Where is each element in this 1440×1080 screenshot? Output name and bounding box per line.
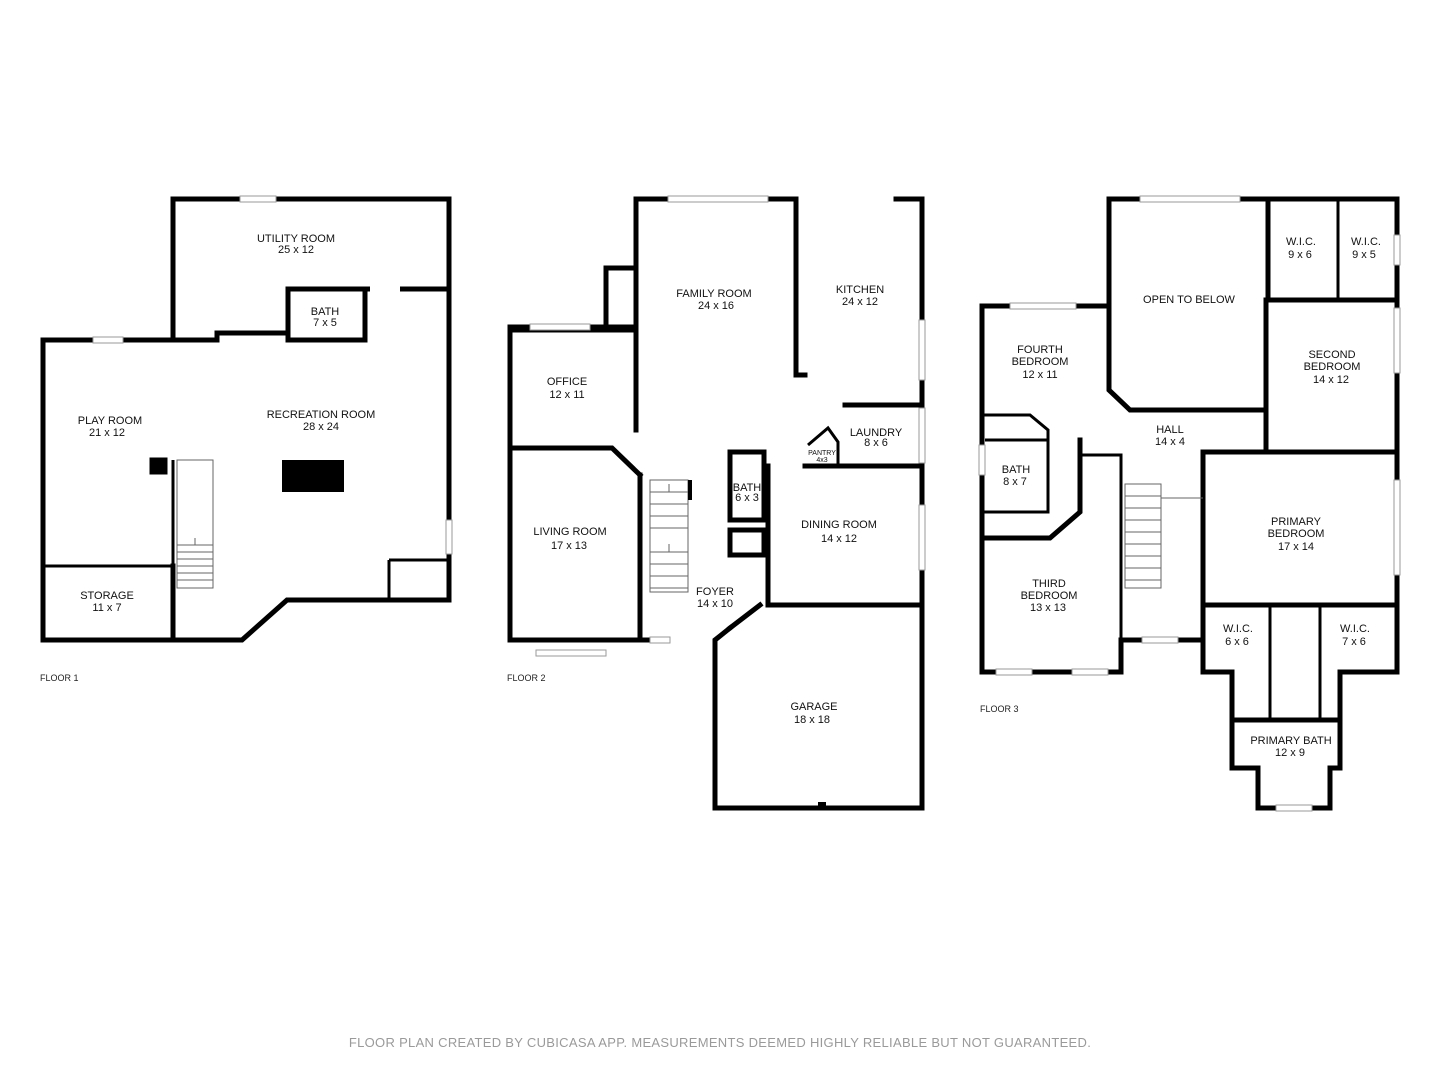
room-name: BATH bbox=[733, 482, 762, 494]
room-name: RECREATION ROOM bbox=[267, 409, 376, 421]
room-dim: 25 x 12 bbox=[278, 244, 314, 256]
room-name: BATH bbox=[1002, 464, 1031, 476]
room-labels: UTILITY ROOM 25 x 12 BATH 7 x 5 PLAY ROO… bbox=[40, 233, 1381, 759]
room-name: UTILITY ROOM bbox=[257, 233, 335, 245]
room-dim: 8 x 6 bbox=[864, 437, 888, 449]
floor-1-island bbox=[282, 460, 344, 492]
room-dim: 14 x 12 bbox=[1313, 374, 1349, 386]
room-dim: 13 x 13 bbox=[1030, 602, 1066, 614]
room-name: W.I.C. bbox=[1223, 623, 1253, 635]
room-dim: 12 x 11 bbox=[549, 389, 584, 401]
room-name: LIVING ROOM bbox=[533, 526, 606, 538]
room-name: PLAY ROOM bbox=[78, 415, 142, 427]
room-dim: 17 x 14 bbox=[1278, 541, 1314, 553]
room-dim: 8 x 7 bbox=[1003, 476, 1027, 488]
room-name: OPEN TO BELOW bbox=[1143, 294, 1236, 306]
floor-label: FLOOR 3 bbox=[980, 704, 1019, 714]
floor-3-stairs bbox=[1124, 483, 1203, 589]
floor-3-plan bbox=[978, 195, 1401, 812]
room-name: W.I.C. bbox=[1286, 236, 1316, 248]
room-name: BEDROOM bbox=[1268, 528, 1325, 540]
room-name: PRIMARY bbox=[1271, 516, 1322, 528]
room-name: DINING ROOM bbox=[801, 519, 877, 531]
room-name: SECOND bbox=[1308, 349, 1355, 361]
floor-1-plan bbox=[40, 195, 453, 643]
room-dim: 12 x 9 bbox=[1275, 747, 1305, 759]
floor-1-stairs bbox=[176, 459, 214, 589]
room-name: BEDROOM bbox=[1021, 590, 1078, 602]
floor-2-plan bbox=[507, 195, 926, 811]
room-dim: 14 x 12 bbox=[821, 533, 857, 545]
room-dim: 21 x 12 bbox=[89, 427, 125, 439]
room-dim: 14 x 10 bbox=[697, 598, 733, 610]
room-dim: 17 x 13 bbox=[551, 540, 587, 552]
room-name: FOYER bbox=[696, 586, 734, 598]
room-dim: 9 x 5 bbox=[1352, 249, 1376, 261]
room-dim: 11 x 7 bbox=[92, 602, 121, 614]
room-dim: 4x3 bbox=[816, 457, 827, 464]
room-name: OFFICE bbox=[547, 376, 587, 388]
room-dim: 24 x 12 bbox=[842, 296, 878, 308]
room-name: W.I.C. bbox=[1340, 623, 1370, 635]
room-name: THIRD bbox=[1032, 578, 1066, 590]
room-name: KITCHEN bbox=[836, 284, 884, 296]
room-name: PANTRY bbox=[808, 450, 836, 457]
floor-2-stairs bbox=[649, 479, 689, 593]
room-dim: 6 x 6 bbox=[1225, 636, 1249, 648]
room-name: LAUNDRY bbox=[850, 427, 903, 439]
floor-label: FLOOR 2 bbox=[507, 673, 546, 683]
room-name: HALL bbox=[1156, 424, 1184, 436]
room-name: GARAGE bbox=[790, 701, 837, 713]
room-dim: 14 x 4 bbox=[1155, 436, 1185, 448]
floor-label: FLOOR 1 bbox=[40, 673, 79, 683]
room-name: STORAGE bbox=[80, 590, 134, 602]
room-dim: 28 x 24 bbox=[303, 421, 339, 433]
room-name: PRIMARY BATH bbox=[1250, 735, 1331, 747]
room-name: BEDROOM bbox=[1012, 356, 1069, 368]
room-dim: 24 x 16 bbox=[698, 300, 734, 312]
room-name: W.I.C. bbox=[1351, 236, 1381, 248]
room-name: BATH bbox=[311, 306, 340, 318]
room-dim: 6 x 3 bbox=[735, 492, 759, 504]
room-dim: 7 x 5 bbox=[313, 317, 337, 329]
room-name: FAMILY ROOM bbox=[676, 288, 751, 300]
footer-disclaimer: FLOOR PLAN CREATED BY CUBICASA APP. MEAS… bbox=[348, 1035, 1092, 1050]
room-dim: 7 x 6 bbox=[1342, 636, 1366, 648]
room-dim: 12 x 11 bbox=[1022, 369, 1057, 381]
room-name: BEDROOM bbox=[1304, 361, 1361, 373]
room-name: FOURTH bbox=[1017, 344, 1063, 356]
room-dim: 18 x 18 bbox=[794, 714, 830, 726]
room-dim: 9 x 6 bbox=[1288, 249, 1312, 261]
